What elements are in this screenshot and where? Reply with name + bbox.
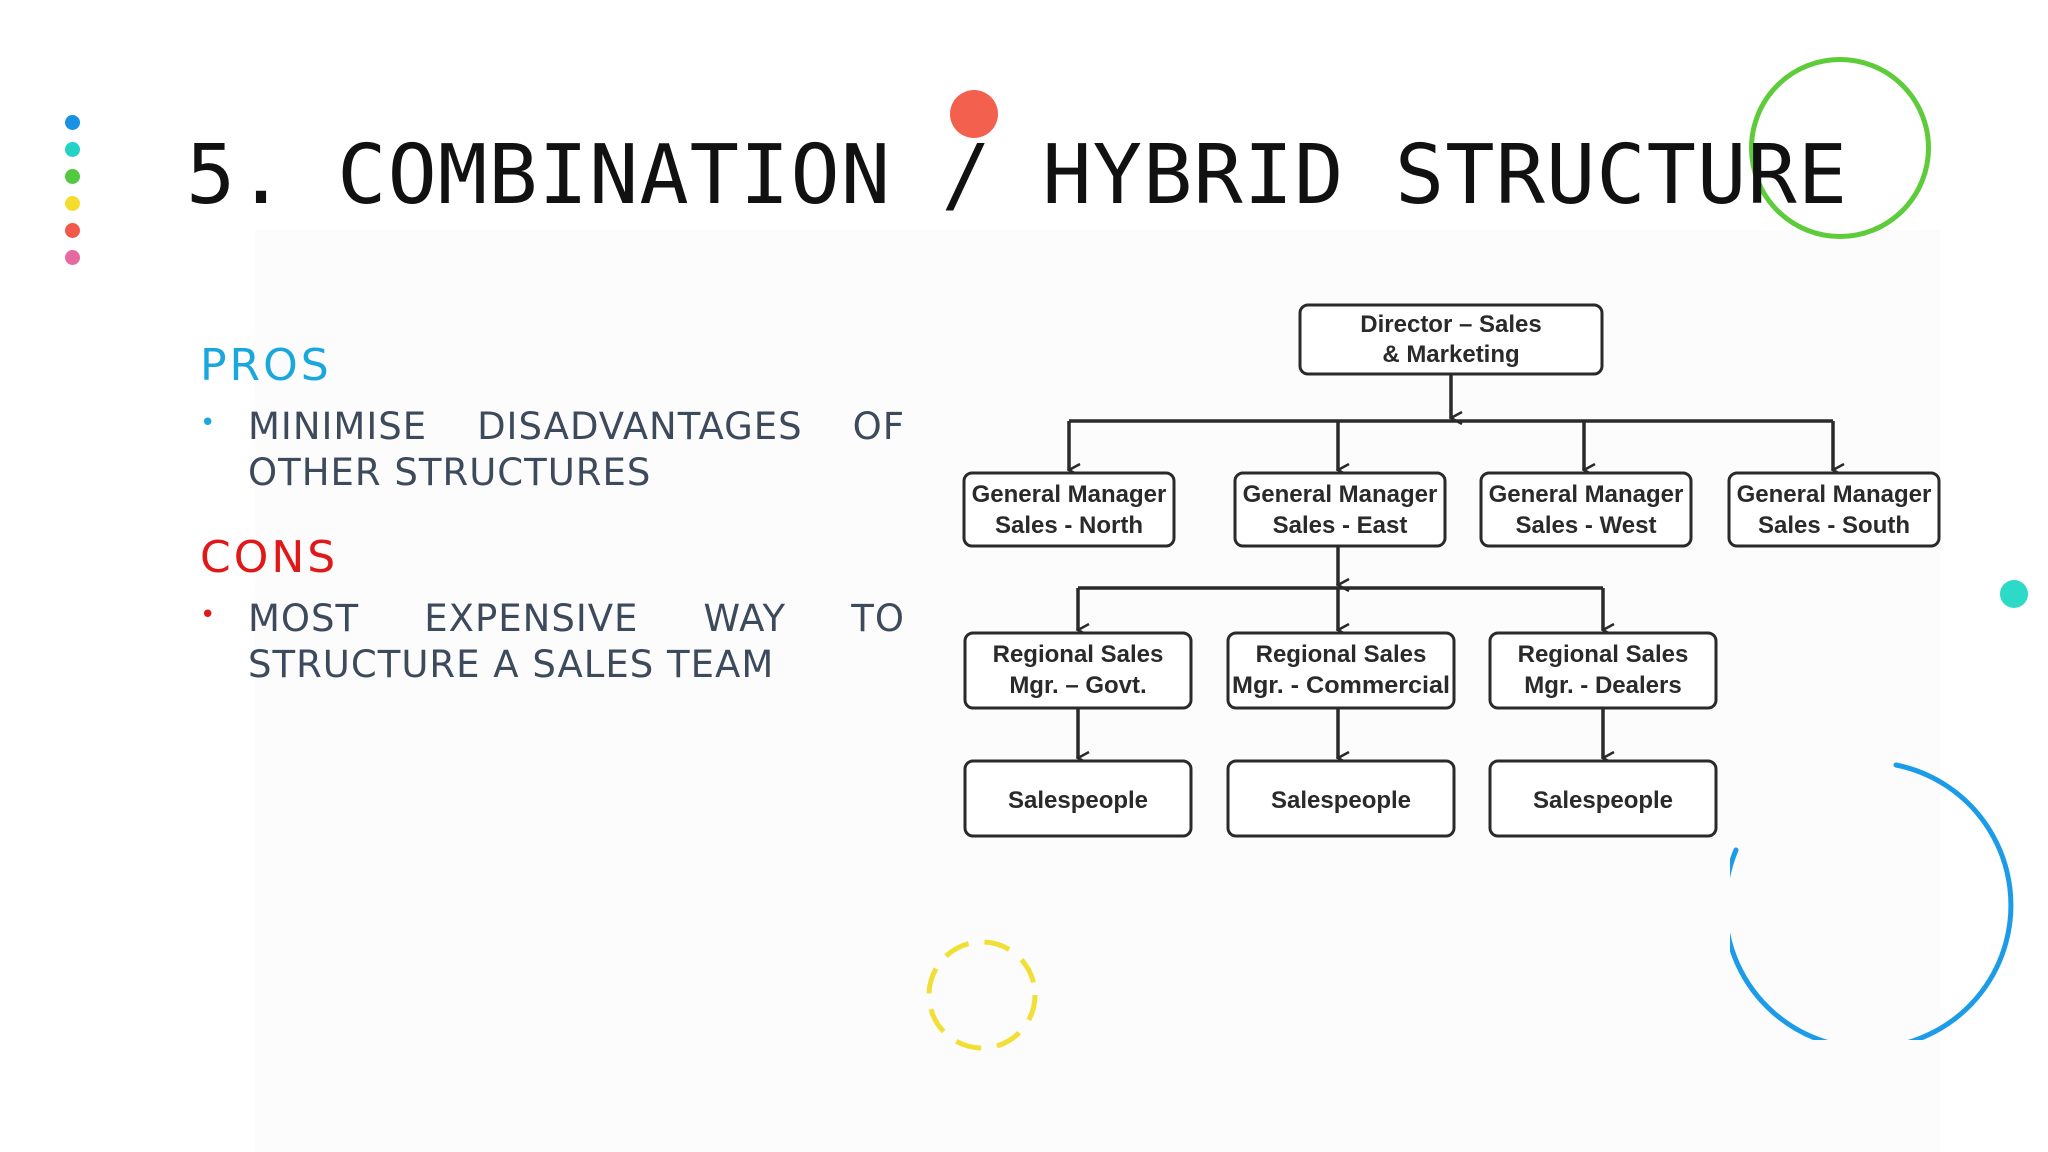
gm-east-label-line1: General Manager <box>1243 481 1438 508</box>
cons-heading: CONS <box>200 532 339 583</box>
red-circle-icon <box>950 90 998 138</box>
salespeople-commercial-box <box>1226 759 1456 838</box>
yellow-dashed-ring-icon <box>926 939 1038 1051</box>
rsm-commercial-label-line1: Regional Sales <box>1256 641 1427 668</box>
gm-east-label-line2: Sales - East <box>1273 512 1408 539</box>
director-box <box>1298 303 1604 376</box>
rsm-dealers-label-line1: Regional Sales <box>1518 641 1689 668</box>
dot-teal-icon <box>65 142 80 157</box>
rsm-commercial-label-line2: Mgr. - Commercial <box>1232 672 1450 699</box>
director-label-line2: & Marketing <box>1382 341 1519 368</box>
dot-yellow-icon <box>65 196 80 211</box>
cons-bullet-text: MOST EXPENSIVE WAY TO STRUCTURE A SALES … <box>248 597 905 686</box>
pros-heading: PROS <box>200 340 332 391</box>
cons-bullet: • MOST EXPENSIVE WAY TO STRUCTURE A SALE… <box>200 596 905 688</box>
dot-red-icon <box>65 223 80 238</box>
salespeople-commercial-label: Salespeople <box>1271 787 1411 814</box>
gm-west-label-line1: General Manager <box>1489 481 1684 508</box>
blue-arc-icon <box>1730 762 2014 1040</box>
salespeople-govt-label: Salespeople <box>1008 787 1148 814</box>
pros-bullet-text: MINIMISE DISADVANTAGES OF OTHER STRUCTUR… <box>248 405 905 494</box>
gm-south-label-line1: General Manager <box>1737 481 1932 508</box>
rsm-dealers-label-line2: Mgr. - Dealers <box>1524 672 1681 699</box>
gm-east-box <box>1233 471 1447 548</box>
rsm-govt-label-line2: Mgr. – Govt. <box>1009 672 1146 699</box>
page-title: 5. COMBINATION / HYBRID STRUCTURE <box>186 128 1849 223</box>
dot-green-icon <box>65 169 80 184</box>
org-chart-connectors <box>1069 374 1833 758</box>
org-chart-diagram: Director – Sales & Marketing General Man… <box>962 303 1941 838</box>
gm-south-box <box>1727 471 1941 548</box>
gm-west-box <box>1479 471 1693 548</box>
bullet-icon: • <box>200 600 216 630</box>
rsm-commercial-box <box>1226 631 1456 710</box>
gm-south-label-line2: Sales - South <box>1758 512 1910 539</box>
gm-west-label-line2: Sales - West <box>1516 512 1657 539</box>
teal-circle-icon <box>2000 580 2028 608</box>
salespeople-dealers-label: Salespeople <box>1533 787 1673 814</box>
rsm-dealers-box <box>1488 631 1718 710</box>
rsm-govt-box <box>963 631 1193 710</box>
bullet-icon: • <box>200 408 216 438</box>
green-ring-icon <box>1749 57 1931 239</box>
salespeople-dealers-box <box>1488 759 1718 838</box>
dot-blue-icon <box>65 115 80 130</box>
salespeople-govt-box <box>963 759 1193 838</box>
gm-north-label-line1: General Manager <box>972 481 1167 508</box>
pros-bullet: • MINIMISE DISADVANTAGES OF OTHER STRUCT… <box>200 404 905 496</box>
rsm-govt-label-line1: Regional Sales <box>993 641 1164 668</box>
dot-pink-icon <box>65 250 80 265</box>
gm-north-box <box>962 471 1176 548</box>
gm-north-label-line2: Sales - North <box>995 512 1143 539</box>
director-label-line1: Director – Sales <box>1360 311 1541 338</box>
